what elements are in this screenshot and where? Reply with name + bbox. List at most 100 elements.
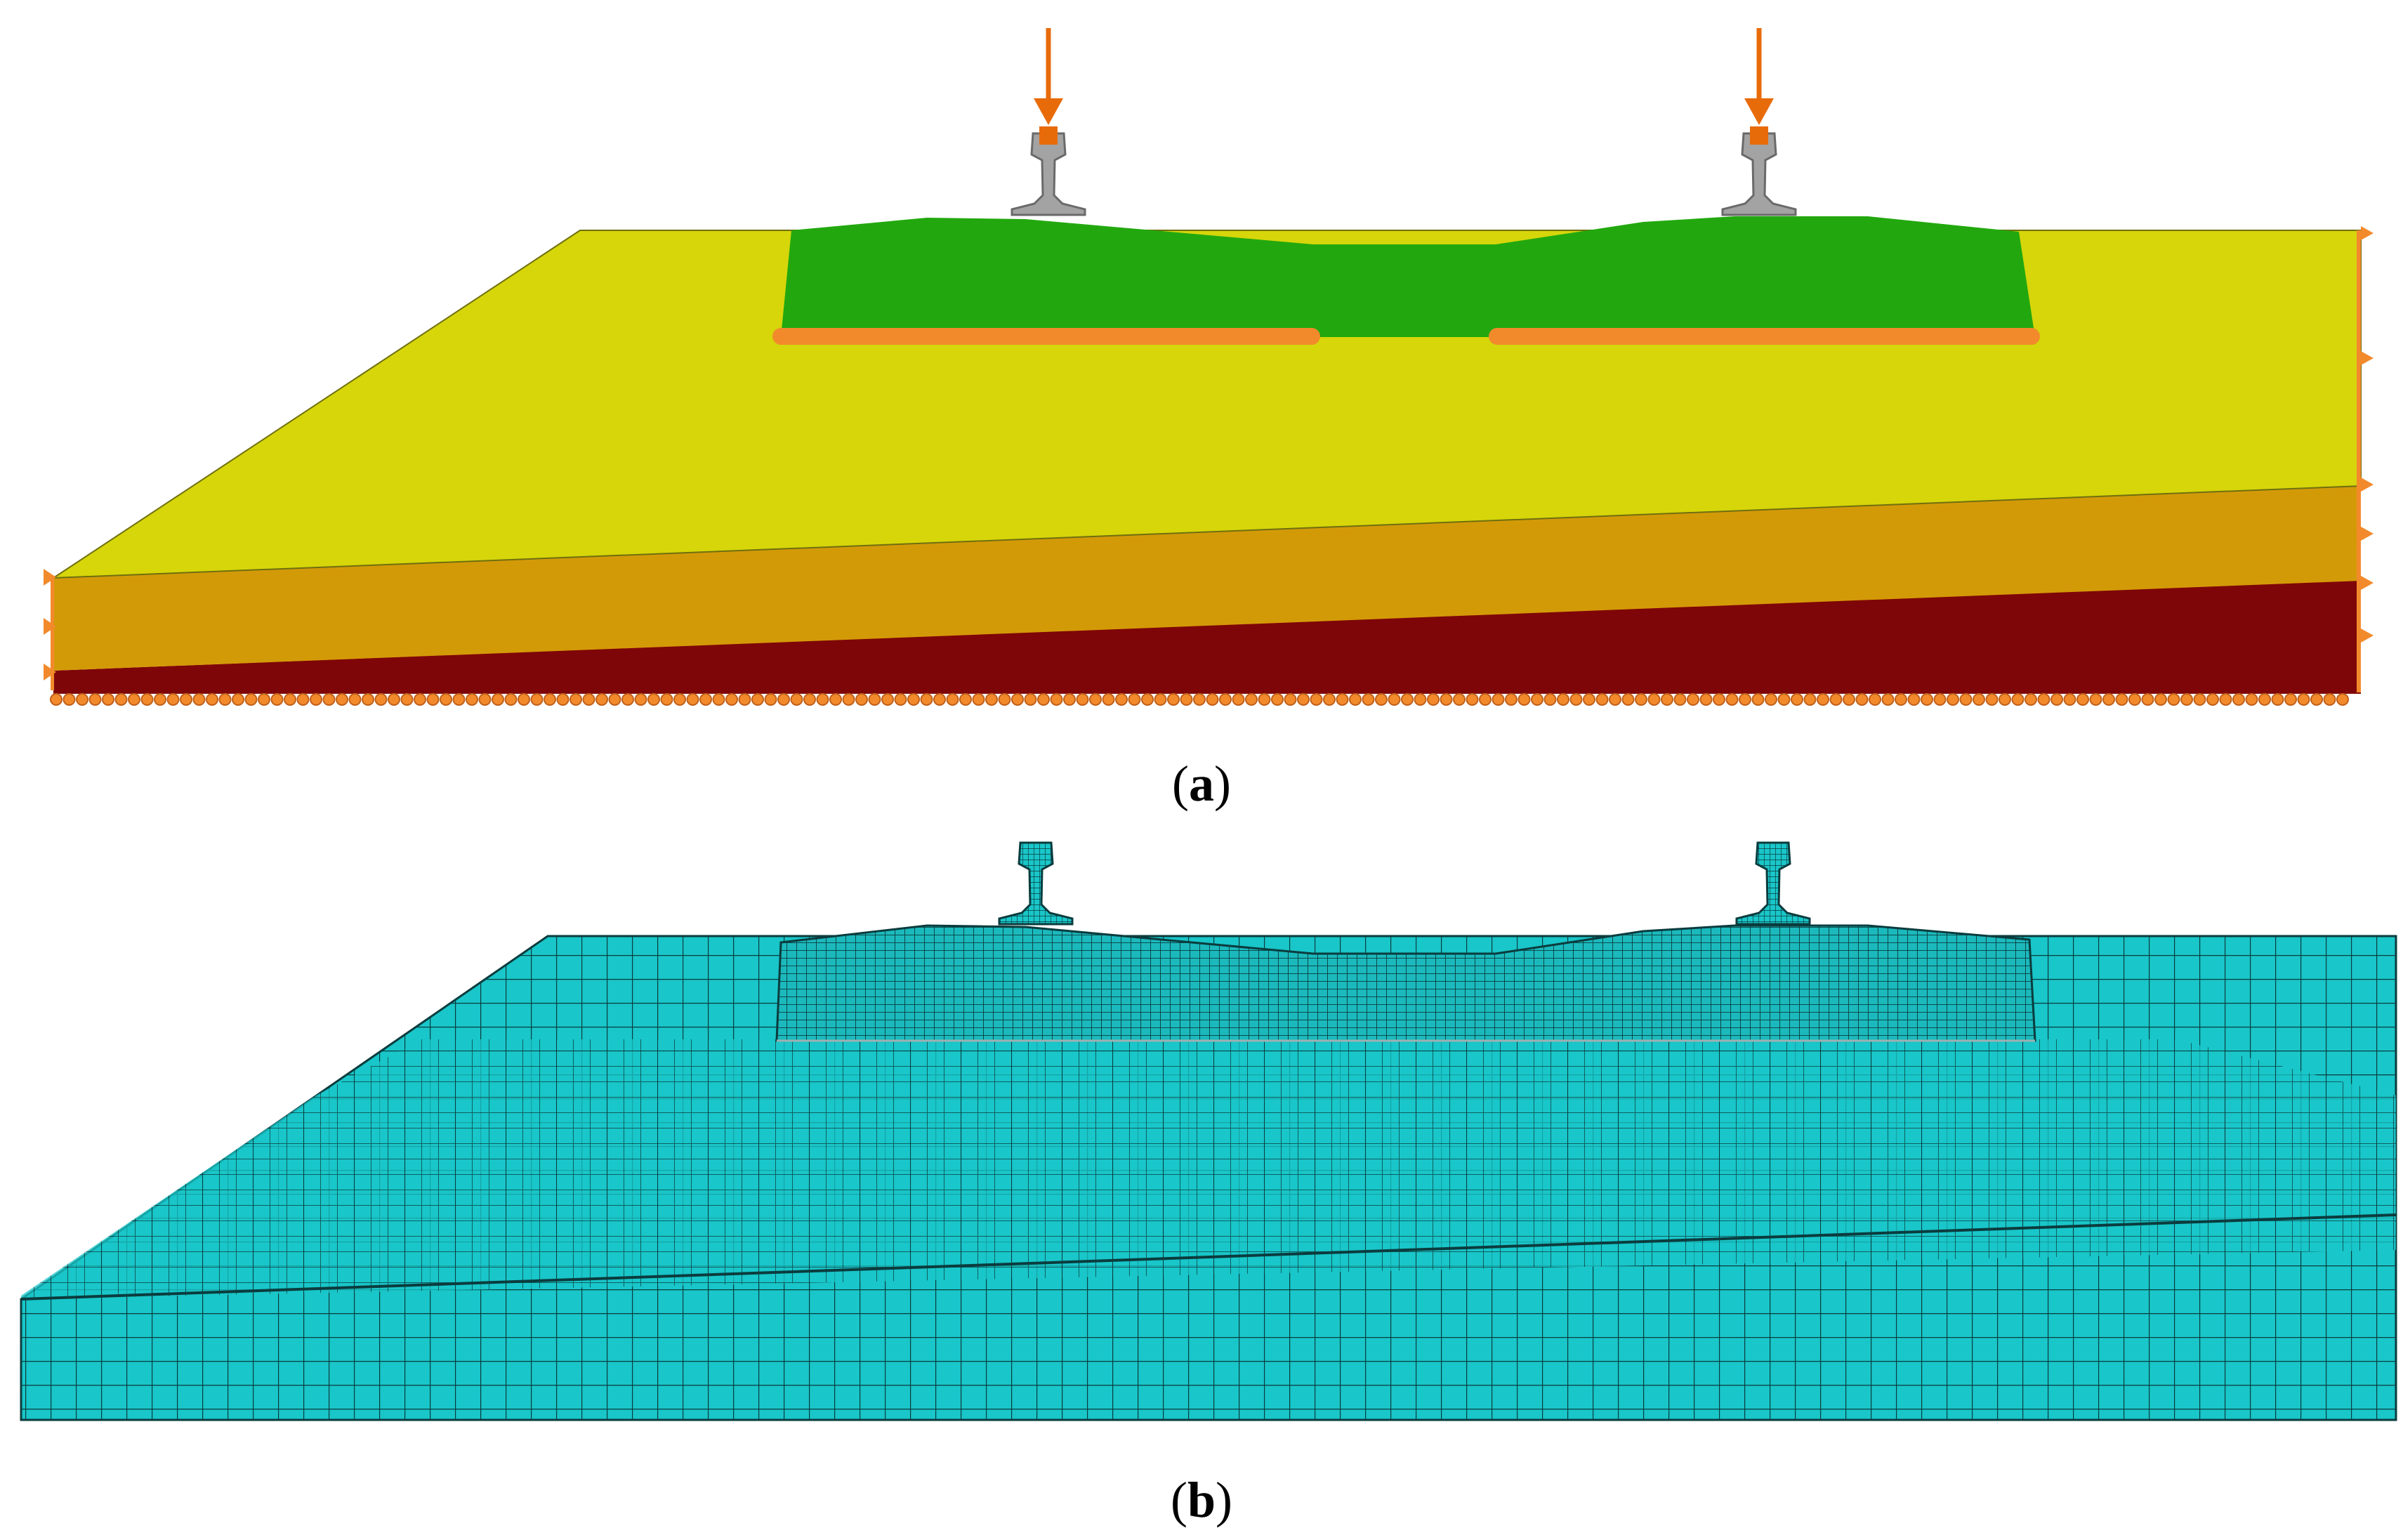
- fixed-support-node: [881, 693, 894, 706]
- fixed-support-node: [1751, 693, 1765, 706]
- fixed-support-node: [232, 693, 244, 706]
- fixed-support-node: [1024, 693, 1037, 706]
- bottom-fixed-supports: [50, 693, 2349, 706]
- fixed-support-node: [1933, 693, 1947, 706]
- fixed-support-node: [140, 693, 154, 706]
- fixed-support-node: [62, 693, 76, 706]
- fixed-support-node: [1245, 693, 1258, 706]
- sleeper-right: [1489, 328, 2040, 345]
- fixed-support-node: [1401, 693, 1414, 706]
- fixed-support-node: [1959, 693, 1973, 706]
- fixed-support-node: [907, 693, 920, 706]
- fixed-support-node: [2076, 693, 2089, 706]
- fixed-support-node: [310, 693, 322, 706]
- fixed-support-node: [76, 693, 88, 706]
- sleeper-left: [772, 328, 1320, 345]
- fixed-support-node: [1219, 693, 1232, 706]
- fixed-support-node: [2232, 693, 2245, 706]
- fixed-support-node: [452, 693, 466, 706]
- fixed-support-node: [336, 693, 348, 706]
- fixed-support-node: [647, 693, 660, 706]
- fixed-support-node: [388, 693, 400, 706]
- fixed-support-node: [972, 693, 985, 706]
- fixed-support-node: [1829, 693, 1843, 706]
- rail-profile: [1735, 841, 1811, 926]
- fixed-support-node: [1167, 693, 1180, 706]
- fixed-support-node: [660, 693, 673, 706]
- fixed-support-node: [556, 693, 570, 706]
- fixed-support-node: [2297, 693, 2310, 706]
- fixed-support-node: [2219, 693, 2232, 706]
- fixed-support-node: [1609, 693, 1621, 706]
- fixed-support-node: [1881, 693, 1895, 706]
- fixed-support-node: [1647, 693, 1661, 706]
- fixed-support-node: [1921, 693, 1933, 706]
- fixed-support-node: [1973, 693, 1985, 706]
- fixed-support-node: [2323, 693, 2336, 706]
- fixed-support-node: [777, 693, 790, 706]
- fixed-support-node: [530, 693, 544, 706]
- fixed-support-node: [362, 693, 374, 706]
- fixed-support-node: [1673, 693, 1687, 706]
- rail-profile: [998, 841, 1074, 926]
- fixed-support-node: [1557, 693, 1569, 706]
- fixed-support-node: [894, 693, 907, 706]
- fixed-support-node: [2245, 693, 2258, 706]
- fixed-support-node: [244, 693, 258, 706]
- fixed-support-node: [1895, 693, 1907, 706]
- fixed-support-node: [790, 693, 803, 706]
- fixed-support-node: [1271, 693, 1284, 706]
- fixed-support-node: [855, 693, 868, 706]
- fixed-support-node: [1089, 693, 1102, 706]
- rail-profile: [1721, 132, 1797, 216]
- fixed-support-node: [1725, 693, 1739, 706]
- fixed-support-node: [2102, 693, 2115, 706]
- fixed-support-node: [50, 693, 62, 706]
- fixed-support-node: [1297, 693, 1310, 706]
- fixed-support-node: [1947, 693, 1959, 706]
- fixed-support-node: [518, 693, 530, 706]
- fixed-support-node: [258, 693, 270, 706]
- fixed-support-node: [621, 693, 634, 706]
- fixed-support-node: [114, 693, 128, 706]
- fixed-support-node: [1180, 693, 1193, 706]
- fixed-support-node: [2089, 693, 2102, 706]
- fixed-support-node: [1999, 693, 2011, 706]
- rail-left: [1010, 132, 1086, 216]
- fixed-support-node: [1037, 693, 1050, 706]
- fixed-support-node: [2115, 693, 2128, 706]
- fixed-support-node: [1128, 693, 1141, 706]
- fixed-support-node: [764, 693, 777, 706]
- fixed-support-node: [816, 693, 829, 706]
- fixed-support-node: [1855, 693, 1869, 706]
- fixed-support-node: [102, 693, 114, 706]
- fixed-support-node: [1284, 693, 1297, 706]
- fixed-support-node: [699, 693, 712, 706]
- fixed-support-node: [634, 693, 647, 706]
- fixed-support-node: [1699, 693, 1713, 706]
- fixed-support-node: [1492, 693, 1505, 706]
- fixed-support-node: [2180, 693, 2193, 706]
- fixed-support-node: [2154, 693, 2167, 706]
- fixed-support-node: [959, 693, 972, 706]
- fixed-support-node: [1621, 693, 1635, 706]
- fixed-support-node: [673, 693, 686, 706]
- mesh-layer-interface: [20, 1213, 2397, 1301]
- fixed-support-node: [1543, 693, 1557, 706]
- subsoil-upper-layer: [53, 486, 2361, 671]
- fixed-support-node: [1154, 693, 1167, 706]
- fixed-support-node: [920, 693, 933, 706]
- fixed-support-node: [504, 693, 518, 706]
- fixed-support-node: [1258, 693, 1271, 706]
- fixed-support-node: [1362, 693, 1375, 706]
- fixed-support-node: [738, 693, 751, 706]
- fixed-support-node: [751, 693, 764, 706]
- fixed-support-node: [2284, 693, 2297, 706]
- fixed-support-node: [1427, 693, 1440, 706]
- fixed-support-node: [1687, 693, 1699, 706]
- fixed-support-node: [2141, 693, 2154, 706]
- fixed-support-node: [284, 693, 296, 706]
- fixed-support-node: [2271, 693, 2284, 706]
- fixed-support-node: [1206, 693, 1219, 706]
- fixed-support-node: [1323, 693, 1336, 706]
